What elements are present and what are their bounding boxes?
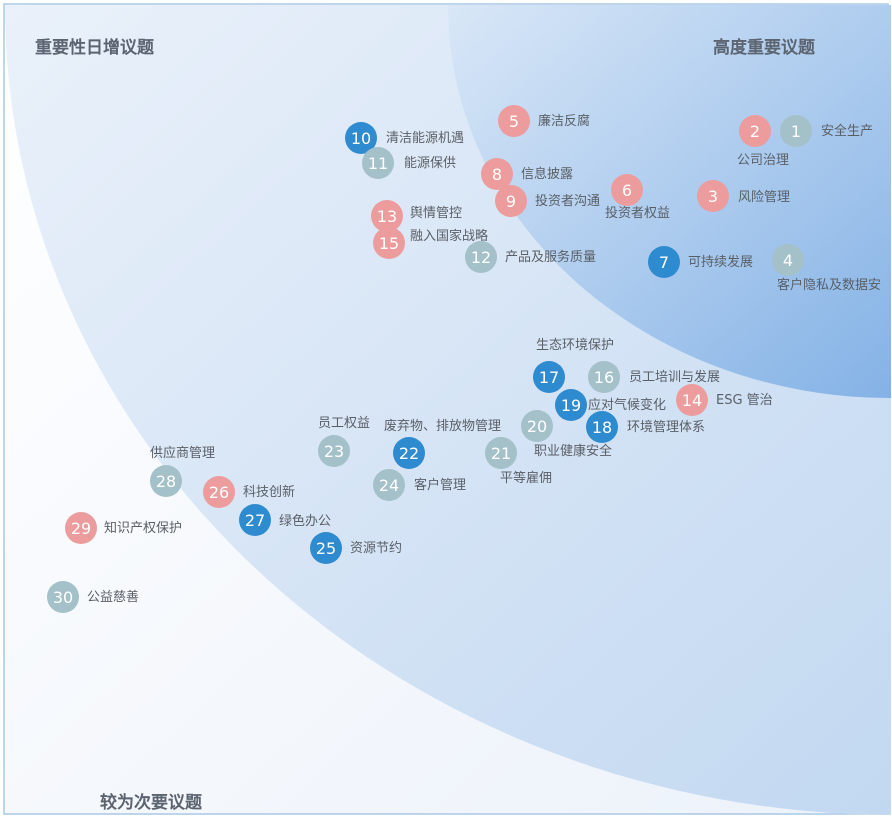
topic-marker-28: 28 [150,465,182,497]
topic-marker-19: 19 [555,389,587,421]
topic-marker-5: 5 [498,105,530,137]
topic-marker-7: 7 [648,246,680,278]
topic-marker-23: 23 [318,435,350,467]
topic-label-4: 客户隐私及数据安 [777,278,882,293]
topic-label-11: 能源保供 [404,156,457,171]
topic-label-3: 风险管理 [738,190,791,205]
topic-label-17: 生态环境保护 [536,338,615,353]
topic-label-5: 廉洁反腐 [538,114,591,129]
topic-marker-1: 1 [780,115,812,147]
topic-label-8: 信息披露 [521,167,574,182]
topic-marker-6: 6 [611,174,643,206]
topic-label-25: 资源节约 [350,541,403,556]
topic-marker-22: 22 [393,437,425,469]
topic-label-7: 可持续发展 [688,255,754,270]
topic-label-30: 公益慈善 [87,590,140,605]
topic-marker-14: 14 [676,384,708,416]
topic-marker-15: 15 [373,227,405,259]
topic-marker-27: 27 [239,504,271,536]
topic-marker-4: 4 [772,244,804,276]
topic-label-12: 产品及服务质量 [505,250,597,265]
topic-label-24: 客户管理 [414,478,467,493]
topic-marker-29: 29 [65,512,97,544]
topic-marker-17: 17 [533,361,565,393]
topic-label-16: 员工培训与发展 [629,370,721,385]
topic-marker-18: 18 [586,411,618,443]
topic-marker-26: 26 [203,476,235,508]
topic-label-27: 绿色办公 [279,514,332,529]
topic-label-9: 投资者沟通 [535,194,601,209]
topic-marker-21: 21 [485,437,517,469]
topic-marker-11: 11 [362,147,394,179]
topic-marker-8: 8 [481,158,513,190]
zone-label-important: 重要性日增议题 [35,38,154,58]
topic-label-26: 科技创新 [243,485,296,500]
topic-marker-9: 9 [495,185,527,217]
topic-label-2: 公司治理 [737,153,790,168]
topic-label-14: ESG 管治 [716,393,773,408]
topic-label-15: 融入国家战略 [410,229,489,244]
topic-marker-25: 25 [310,532,342,564]
topic-marker-20: 20 [521,410,553,442]
topic-marker-16: 16 [588,361,620,393]
topic-marker-12: 12 [465,241,497,273]
topic-label-28: 供应商管理 [150,446,216,461]
inner-zone [447,5,891,399]
topic-label-10: 清洁能源机遇 [386,131,465,146]
topic-label-22: 平等雇佣 [500,471,553,486]
zone-label-secondary: 较为次要议题 [100,793,202,813]
zone-label-high: 高度重要议题 [713,38,815,58]
topic-label-19: 应对气候变化 [588,398,667,413]
topic-label-1: 安全生产 [821,124,874,139]
topic-label-21: 职业健康安全 [534,444,613,459]
topic-marker-24: 24 [373,469,405,501]
topic-marker-10: 10 [345,122,377,154]
topic-label-13: 舆情管控 [410,206,463,221]
topic-label-18: 环境管理体系 [627,420,706,435]
topic-marker-30: 30 [47,581,79,613]
topic-label-20: 废弃物、排放物管理 [384,419,502,434]
topic-label-6: 投资者权益 [605,206,671,221]
topic-marker-13: 13 [371,200,403,232]
topic-marker-2: 2 [739,115,771,147]
topic-label-23: 员工权益 [318,416,371,431]
topic-marker-3: 3 [697,180,729,212]
topic-label-29: 知识产权保护 [104,521,183,536]
